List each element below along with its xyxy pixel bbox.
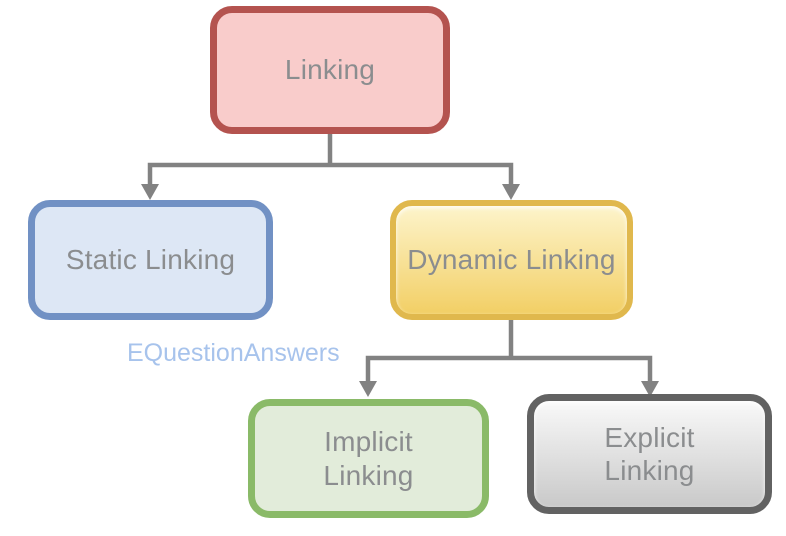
arrowhead-explicit	[641, 381, 659, 397]
node-linking: Linking	[210, 6, 450, 134]
node-implicit-linking: Implicit Linking	[248, 399, 489, 518]
node-linking-label: Linking	[284, 54, 376, 86]
node-implicit-linking-label: Implicit Linking	[323, 426, 414, 491]
edge-dynamic-children	[365, 320, 653, 383]
arrowhead-implicit	[359, 381, 377, 397]
node-explicit-linking-label: Explicit Linking	[604, 421, 695, 486]
node-explicit-linking: Explicit Linking	[527, 394, 772, 514]
watermark: EQuestionAnswers	[127, 339, 340, 367]
node-static-linking: Static Linking	[28, 200, 273, 320]
node-static-linking-label: Static Linking	[65, 244, 236, 276]
edge-linking-children	[147, 134, 514, 187]
node-dynamic-linking-label: Dynamic Linking	[407, 244, 616, 276]
node-dynamic-linking: Dynamic Linking	[390, 200, 633, 320]
arrowhead-static	[141, 184, 159, 200]
arrowhead-dynamic	[502, 184, 520, 200]
